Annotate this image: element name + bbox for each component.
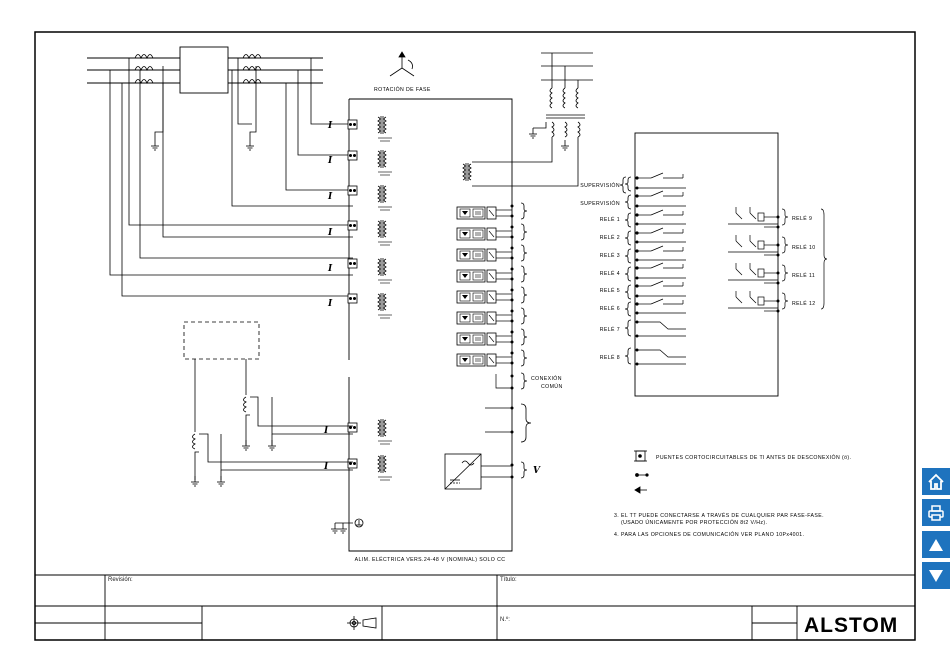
earth-terminal [335, 518, 364, 528]
line-ct-group-left [134, 54, 262, 85]
relay-label-5: RELÉ 5 [600, 287, 620, 294]
sheet-border [34, 31, 916, 641]
svg-text:I: I [327, 264, 333, 274]
external-device-box [183, 321, 260, 360]
title-block [35, 574, 915, 640]
print-button[interactable] [922, 499, 950, 526]
legend-plug-icon [634, 486, 647, 494]
page-down-button[interactable] [922, 562, 950, 589]
note-4: 4. PARA LAS OPCIONES DE COMUNICACIÓN VER… [614, 531, 804, 538]
current-input-wiring [109, 58, 353, 297]
terminal-dots [510, 204, 514, 479]
relay-label-6: RELÉ 6 [600, 305, 620, 312]
page-up-button[interactable] [922, 531, 950, 558]
note-3-line-1: 3. EL TT PUEDE CONECTARSE A TRAVÉS DE CU… [614, 512, 824, 519]
common-connection-label-1: CONEXIÓN [531, 375, 562, 382]
projection-symbol-icon [347, 616, 377, 630]
current-symbols: I I I I I I I I [323, 121, 333, 472]
alstom-logo: ALSTOM [804, 614, 898, 637]
opto-braces [520, 202, 532, 479]
dc-dc-converter-icon [444, 453, 512, 490]
legend-terminal-icon [635, 473, 649, 477]
revision-label: Revisión: [108, 577, 133, 583]
phase-rotation-icon [389, 51, 415, 77]
phase-rotation-label: ROTACIÓN DE FASE [374, 86, 431, 93]
vt-input [462, 161, 512, 187]
relay-enclosure [348, 98, 513, 552]
relay-label-7: RELÉ 7 [600, 326, 620, 333]
svg-text:I: I [327, 121, 333, 131]
svg-text:I: I [327, 228, 333, 238]
svg-text:I: I [327, 156, 333, 166]
opto-inputs [456, 206, 497, 367]
vt-group-top [512, 52, 593, 187]
relay-label-8: RELÉ 8 [600, 354, 620, 361]
primary-lines [87, 46, 323, 94]
home-icon [928, 473, 944, 490]
residual-ct-wiring [192, 359, 353, 480]
relay-label-1: RELÉ 1 [600, 216, 620, 223]
supervision-label-2: SUPERVISIÓN [580, 200, 620, 207]
arrow-down-icon [929, 569, 943, 582]
legend-text: PUENTES CORTOCIRCUITABLES DE TI ANTES DE… [656, 454, 851, 461]
output-relay-box [634, 132, 779, 397]
current-input-row [347, 115, 387, 474]
common-connection-label-2: COMÚN [541, 383, 563, 390]
svg-text:I: I [327, 299, 333, 309]
note-3-line-2: (USADO ÚNICAMENTE POR PROTECCIÓN 8t2 V/H… [621, 519, 767, 526]
right-relays [728, 207, 828, 312]
relay-label-10: RELÉ 10 [792, 244, 816, 251]
relay-label-4: RELÉ 4 [600, 270, 620, 277]
legend-short-block-icon [634, 450, 647, 462]
title-label: Título: [500, 577, 517, 583]
output-contacts [635, 172, 684, 306]
relay-label-2: RELÉ 2 [600, 234, 620, 241]
svg-text:I: I [327, 192, 333, 202]
supply-label: ALIM. ELÉCTRICA VERS.24-48 V (NOMINAL) S… [355, 556, 506, 563]
svg-text:I: I [323, 462, 329, 472]
left-relay-braces [619, 176, 627, 194]
number-label: N.º: [500, 616, 510, 623]
relay-label-3: RELÉ 3 [600, 252, 620, 259]
home-button[interactable] [922, 468, 950, 495]
supervision-label-1: SUPERVISIÓN [580, 182, 620, 189]
voltage-symbol: V [533, 466, 541, 476]
printer-icon [928, 504, 944, 521]
relay-label-12: RELÉ 12 [792, 300, 816, 307]
relay-label-9: RELÉ 9 [792, 215, 812, 222]
arrow-up-icon [929, 538, 943, 551]
svg-text:I: I [323, 426, 329, 436]
relay-label-11: RELÉ 11 [792, 272, 815, 279]
